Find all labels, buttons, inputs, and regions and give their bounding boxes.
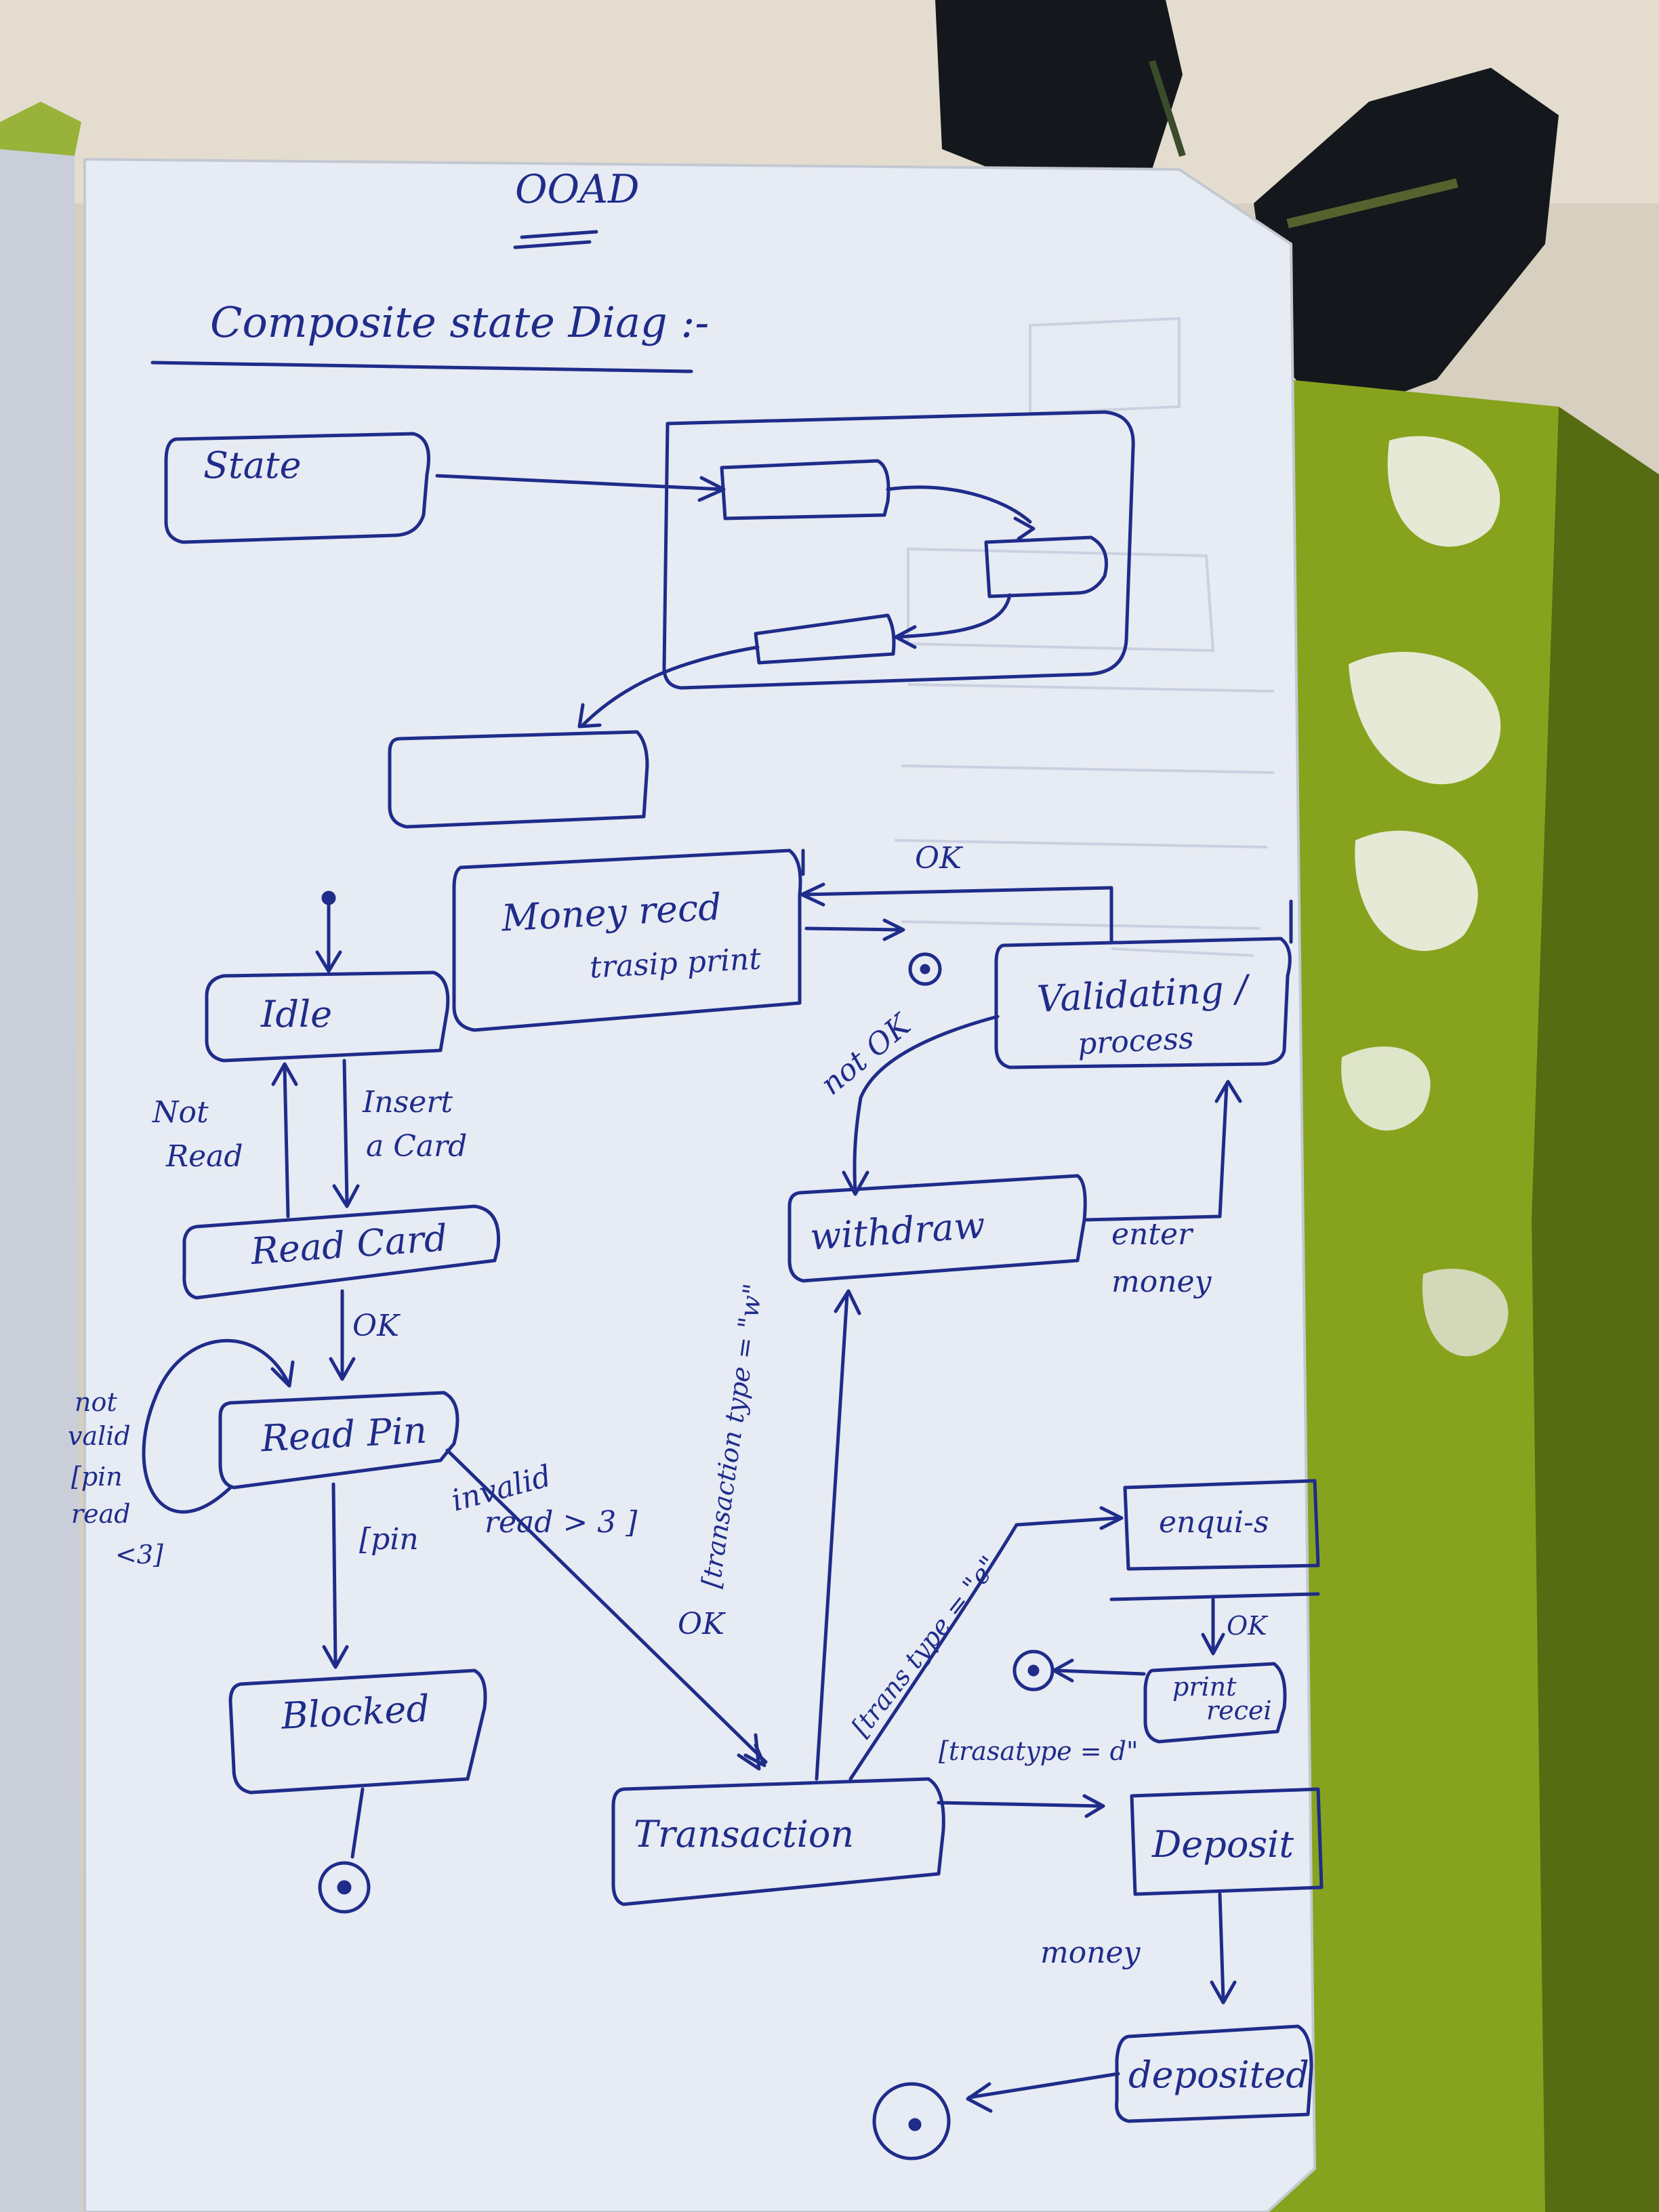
pin-read-label-2: read	[71, 1499, 131, 1529]
ok-label-pin: OK	[678, 1607, 724, 1641]
deposit-box	[1130, 1787, 1324, 1896]
deposited-box	[1115, 2024, 1313, 2123]
not-read-label-2: Read	[166, 1139, 243, 1174]
print-receipt-box	[1143, 1662, 1287, 1744]
money-recd-label-2: trasip print	[588, 941, 762, 985]
read-pin-box	[218, 1391, 459, 1490]
page-title: OOAD	[515, 166, 640, 212]
validating-label: Validating /	[1036, 966, 1249, 1021]
enquiry-box	[1123, 1479, 1320, 1571]
diagram-ink	[142, 230, 1324, 2160]
enquiry-label: enqui-s	[1159, 1505, 1269, 1540]
idle-box	[205, 970, 450, 1063]
insert-card-label-2: a Card	[366, 1129, 468, 1164]
ok-label-enquiry: OK	[1227, 1611, 1267, 1641]
transaction-box	[611, 1777, 945, 1906]
slippers	[935, 0, 1559, 420]
notebook-page	[85, 159, 1315, 2212]
not-read-label: Not	[152, 1095, 209, 1130]
state-box	[164, 432, 430, 544]
composite-superstate	[662, 410, 1135, 690]
not-valid-label-2: valid	[68, 1421, 131, 1451]
idle-label: Idle	[261, 993, 333, 1036]
validating-box	[994, 937, 1292, 1069]
state-label: State	[203, 444, 302, 487]
money-recd-label: Money recd	[500, 885, 723, 940]
insert-card-label: Insert	[363, 1085, 453, 1120]
withdraw-box	[787, 1174, 1087, 1283]
pin-invalid-label: [pin	[359, 1522, 419, 1557]
pin-read-label: [pin	[71, 1462, 123, 1492]
ok-label-readcard: OK	[352, 1309, 399, 1343]
deposited-label: deposited	[1128, 2053, 1309, 2096]
print-label: print	[1172, 1672, 1237, 1702]
pin-read-label-3: <3]	[115, 1540, 163, 1570]
read-pin-label: Read Pin	[260, 1408, 428, 1460]
empty-state-box	[388, 730, 649, 829]
transaction-type-d-label: [trasatype = d"	[939, 1736, 1139, 1766]
transaction-label: Transaction	[634, 1813, 855, 1856]
page-heading: Composite state Diag :-	[210, 298, 710, 347]
money-label: money	[1040, 1936, 1141, 1970]
blocked-state-label: Blocked	[280, 1687, 431, 1738]
not-valid-label: not	[75, 1387, 117, 1417]
read-card-box	[182, 1204, 501, 1300]
money-recd-box	[452, 848, 802, 1032]
validating-label-2: process	[1076, 1021, 1195, 1062]
enter-money-label-2: money	[1111, 1265, 1212, 1299]
enter-money-label: enter	[1111, 1217, 1193, 1252]
ok-label-validate: OK	[915, 841, 962, 876]
green-fabric	[1261, 380, 1659, 2212]
pin-invalid-label-3: read > 3 ]	[485, 1505, 638, 1540]
blocked-box	[228, 1668, 487, 1795]
print-label-2: recei	[1206, 1696, 1272, 1725]
deposit-label: Deposit	[1152, 1823, 1294, 1866]
